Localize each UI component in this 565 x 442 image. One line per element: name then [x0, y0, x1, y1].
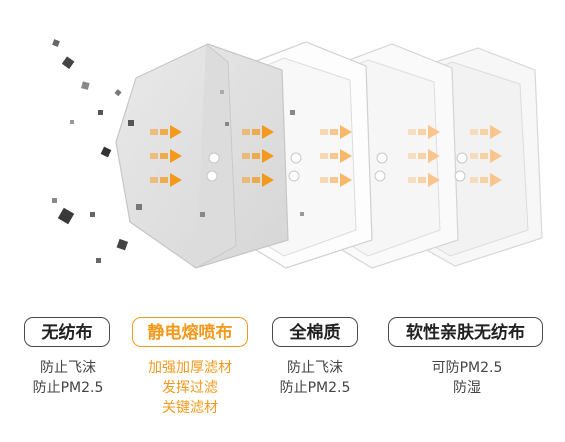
- airflow-arrow-icon: [150, 125, 502, 187]
- layer-1-title: 无纺布: [24, 317, 110, 347]
- layer-3-description: 防止飞沫 防止PM2.5: [266, 358, 364, 398]
- layer-1-line-1: 防止飞沫: [40, 360, 96, 376]
- layer-2-description: 加强加厚滤材 发挥过滤 关键滤材: [130, 358, 250, 418]
- layer-4-line-1: 可防PM2.5: [431, 360, 503, 376]
- layer-4-title: 软性亲肤无纺布: [388, 317, 543, 347]
- layer-3-line-2: 防止PM2.5: [279, 380, 351, 396]
- layer-3-title: 全棉质: [272, 317, 358, 347]
- layer-4-description: 可防PM2.5 防湿: [412, 358, 522, 398]
- layer-1-line-2: 防止PM2.5: [32, 380, 104, 396]
- layer-2-title: 静电熔喷布: [132, 317, 248, 347]
- layer-2-line-2: 发挥过滤: [162, 380, 218, 396]
- layer-1-description: 防止飞沫 防止PM2.5: [20, 358, 116, 398]
- layer-2-line-3: 关键滤材: [162, 400, 218, 416]
- layer-3-line-1: 防止飞沫: [287, 360, 343, 376]
- layer-4-line-2: 防湿: [453, 380, 481, 396]
- mask-layers-illustration: [52, 39, 543, 269]
- layer-2-line-1: 加强加厚滤材: [148, 360, 232, 376]
- mask-holes: [206, 152, 468, 182]
- dust-particle-icon: [52, 39, 304, 263]
